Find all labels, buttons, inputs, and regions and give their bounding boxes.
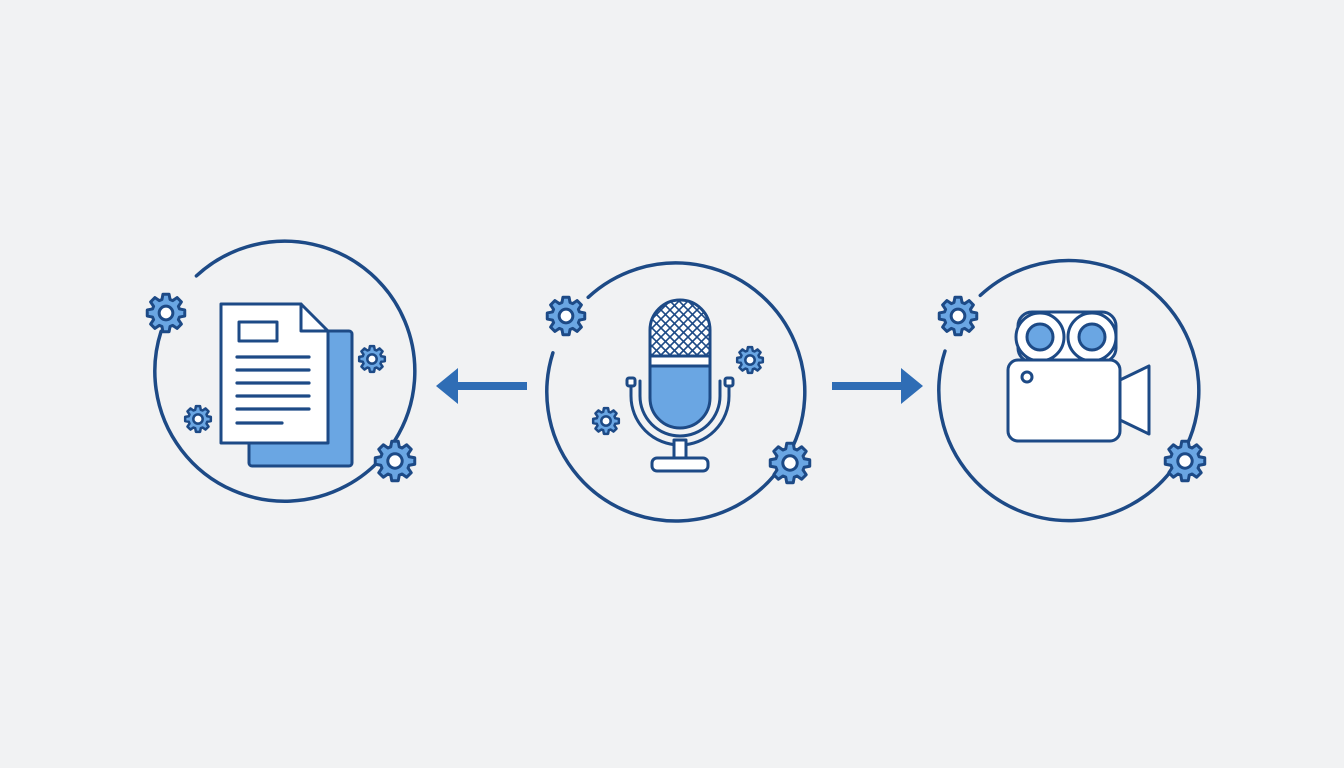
gear-icon bbox=[735, 345, 765, 375]
video-camera-icon bbox=[1006, 310, 1151, 443]
mic-mesh-line bbox=[675, 300, 710, 359]
gear-icon bbox=[1163, 439, 1207, 483]
mic-mesh-line bbox=[650, 300, 692, 359]
gear-icon bbox=[183, 404, 213, 434]
arrow-right-icon bbox=[832, 368, 923, 404]
gear-hole bbox=[744, 354, 756, 366]
gear-hole bbox=[157, 304, 175, 322]
gear-icon bbox=[937, 295, 979, 337]
mic-mesh-line bbox=[650, 300, 674, 359]
gear-icon bbox=[373, 439, 417, 483]
mic-mesh-line bbox=[650, 300, 674, 359]
mic-mesh-line bbox=[650, 300, 683, 359]
gear-hole bbox=[366, 353, 378, 365]
gear-icon bbox=[768, 441, 812, 485]
mic-mesh-line bbox=[684, 300, 710, 359]
gear-hole bbox=[1176, 452, 1194, 470]
gear-hole bbox=[192, 413, 204, 425]
gear-icon bbox=[145, 292, 187, 334]
node-documents bbox=[145, 239, 417, 503]
gear-icon bbox=[591, 406, 621, 436]
mic-mesh-line bbox=[693, 300, 710, 359]
gear-icon bbox=[357, 344, 387, 374]
node-video bbox=[937, 258, 1207, 523]
gear-hole bbox=[557, 307, 575, 325]
mic-mesh-line bbox=[666, 300, 710, 359]
arrow-left-icon bbox=[436, 368, 527, 404]
mic-mesh-line bbox=[684, 300, 710, 359]
document-icon bbox=[219, 302, 354, 468]
mic-mesh-line bbox=[650, 300, 665, 359]
gear-hole bbox=[781, 454, 799, 472]
gear-icon bbox=[545, 295, 587, 337]
gear-hole bbox=[386, 452, 404, 470]
mic-mesh-line bbox=[650, 300, 701, 359]
gear-hole bbox=[949, 307, 967, 325]
gear-hole bbox=[600, 415, 612, 427]
